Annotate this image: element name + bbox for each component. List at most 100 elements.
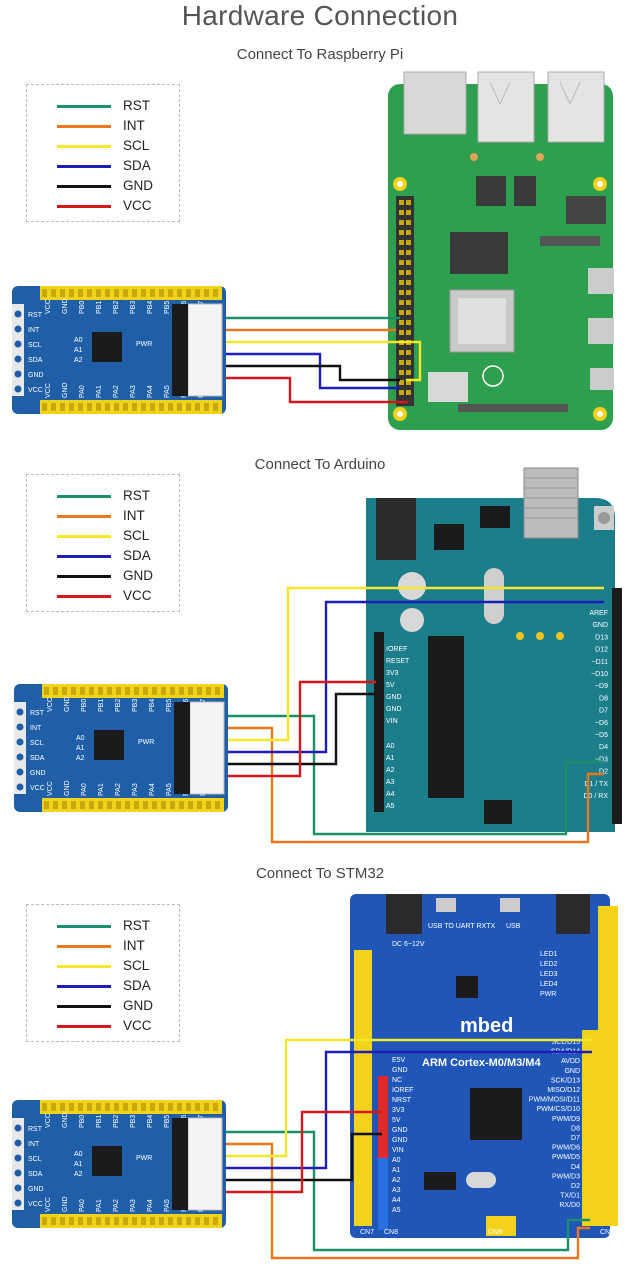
sensor-top-pin-label: PB2 (115, 699, 122, 712)
header-pin (204, 289, 209, 297)
wire-sda (226, 1050, 592, 1170)
sensor-top-pin-label: PB0 (79, 1115, 86, 1128)
arduino-digital-pin-label: D7 (599, 708, 608, 715)
gpio-pin (399, 300, 404, 305)
header-pin (150, 403, 155, 411)
bottom-pin-header (40, 400, 222, 414)
arduino-power-pin-label: IOREF (386, 646, 407, 653)
arduino-power-pin-label: GND (386, 706, 402, 713)
sensor-pwr-label: PWR (136, 1155, 152, 1162)
sensor-bottom-pin-label: PA4 (149, 783, 156, 796)
header-pin (161, 801, 166, 809)
sensor-top-pin-label: VCC (47, 697, 54, 712)
wire-vcc (228, 680, 376, 778)
sensor-top-pin-label: PB1 (98, 699, 105, 712)
sensor-left-pin-label: SDA (28, 1171, 43, 1178)
header-pin (143, 687, 148, 695)
pad (14, 325, 22, 333)
header-pin (105, 403, 110, 411)
stm32-bottom-label: CN9 (488, 1229, 502, 1236)
header-pin (123, 1103, 128, 1111)
header-pin (87, 1103, 92, 1111)
legend-swatch (57, 985, 111, 988)
gpio-pin (399, 380, 404, 385)
header-pin (213, 403, 218, 411)
header-pin (98, 687, 103, 695)
header-pin (42, 1103, 47, 1111)
arduino-power-pin-label: 5V (386, 682, 395, 689)
header-pin (195, 403, 200, 411)
stm32-right-pin-label: TX/D1 (560, 1193, 580, 1200)
header-pin (78, 289, 83, 297)
arduino-power-pin-label: VIN (386, 718, 398, 725)
header-pin (179, 687, 184, 695)
header-pin (116, 801, 121, 809)
top-pin-header (40, 286, 222, 300)
stm32-right-pin-label: PWM/D9 (552, 1116, 580, 1123)
header-pin (159, 289, 164, 297)
header-pin (195, 1103, 200, 1111)
gpio-pin (406, 370, 411, 375)
header-pin (195, 1217, 200, 1225)
stm32-led-label: PWR (540, 991, 556, 998)
header-pin (71, 687, 76, 695)
header-pin (206, 801, 211, 809)
sensor-address-label: A0 (74, 337, 83, 344)
wire-vcc (226, 1110, 382, 1194)
header-pin (204, 1217, 209, 1225)
header-pin (150, 1103, 155, 1111)
arduino-digital-pin-label: D0 / RX (583, 793, 608, 800)
arduino-power-pin-label: RESET (386, 658, 410, 665)
gpio-pin (406, 300, 411, 305)
sensor-bottom-pin-label: PA3 (130, 1199, 137, 1212)
legend-swatch (57, 205, 111, 208)
raspberry-pi-board (388, 71, 614, 430)
header-pin (204, 1103, 209, 1111)
header-pin (71, 801, 76, 809)
arduino-digital-pin-label: ~D10 (591, 671, 608, 678)
header-pin (80, 687, 85, 695)
header-pin (170, 801, 175, 809)
header-pin (89, 801, 94, 809)
sensor-left-pin-label: RST (28, 1126, 43, 1133)
sensor-left-pin-label: INT (30, 725, 42, 732)
sensor-bottom-pin-label: PA2 (113, 385, 120, 398)
header-pin (141, 1103, 146, 1111)
header-pin (105, 289, 110, 297)
wire-scl (228, 586, 604, 742)
header-pin (168, 1217, 173, 1225)
legend-swatch (57, 925, 111, 928)
sensor-bottom-pin-label: VCC (45, 383, 52, 398)
header-pin (177, 289, 182, 297)
sensor-bottom-pin-label: PA1 (96, 1199, 103, 1212)
arduino-digital-pin-label: ~D9 (595, 683, 608, 690)
sensor-bottom-pin-label: PA1 (98, 783, 105, 796)
gpio-pin (399, 220, 404, 225)
header-pin (134, 687, 139, 695)
sensor-bottom-pin-label: PA3 (132, 783, 139, 796)
header-pin (78, 1217, 83, 1225)
header-pin (114, 1217, 119, 1225)
stm32-left-pin-label: A4 (392, 1197, 401, 1204)
stm32-left-pin-label: A3 (392, 1187, 401, 1194)
sensor-top-pin-label: PB4 (147, 301, 154, 314)
sensor-bottom-pin-label: PA4 (147, 385, 154, 398)
pad (16, 723, 24, 731)
header-pin (204, 403, 209, 411)
gpio-pin (399, 390, 404, 395)
sensor-top-pin-label: PB4 (147, 1115, 154, 1128)
legend-swatch (57, 945, 111, 948)
stm32-right-pin-labels: SCL/D15SDA/D14AVDDGNDSCK/D13MISO/D12PWM/… (529, 1039, 580, 1209)
stm32-right-pin-label: RX/D0 (559, 1202, 580, 1209)
sensor-bottom-pin-label: GND (62, 382, 69, 398)
sensor-left-pin-label: INT (28, 1141, 40, 1148)
sensor-bottom-pin-label: PA0 (81, 783, 88, 796)
header-pin (78, 403, 83, 411)
sensor-top-pin-label: PB3 (130, 1115, 137, 1128)
stm32-right-pin-label: AVDD (561, 1058, 580, 1065)
sensor-connector (187, 1117, 223, 1211)
pad (16, 753, 24, 761)
sensor-top-pin-label: PB0 (79, 301, 86, 314)
